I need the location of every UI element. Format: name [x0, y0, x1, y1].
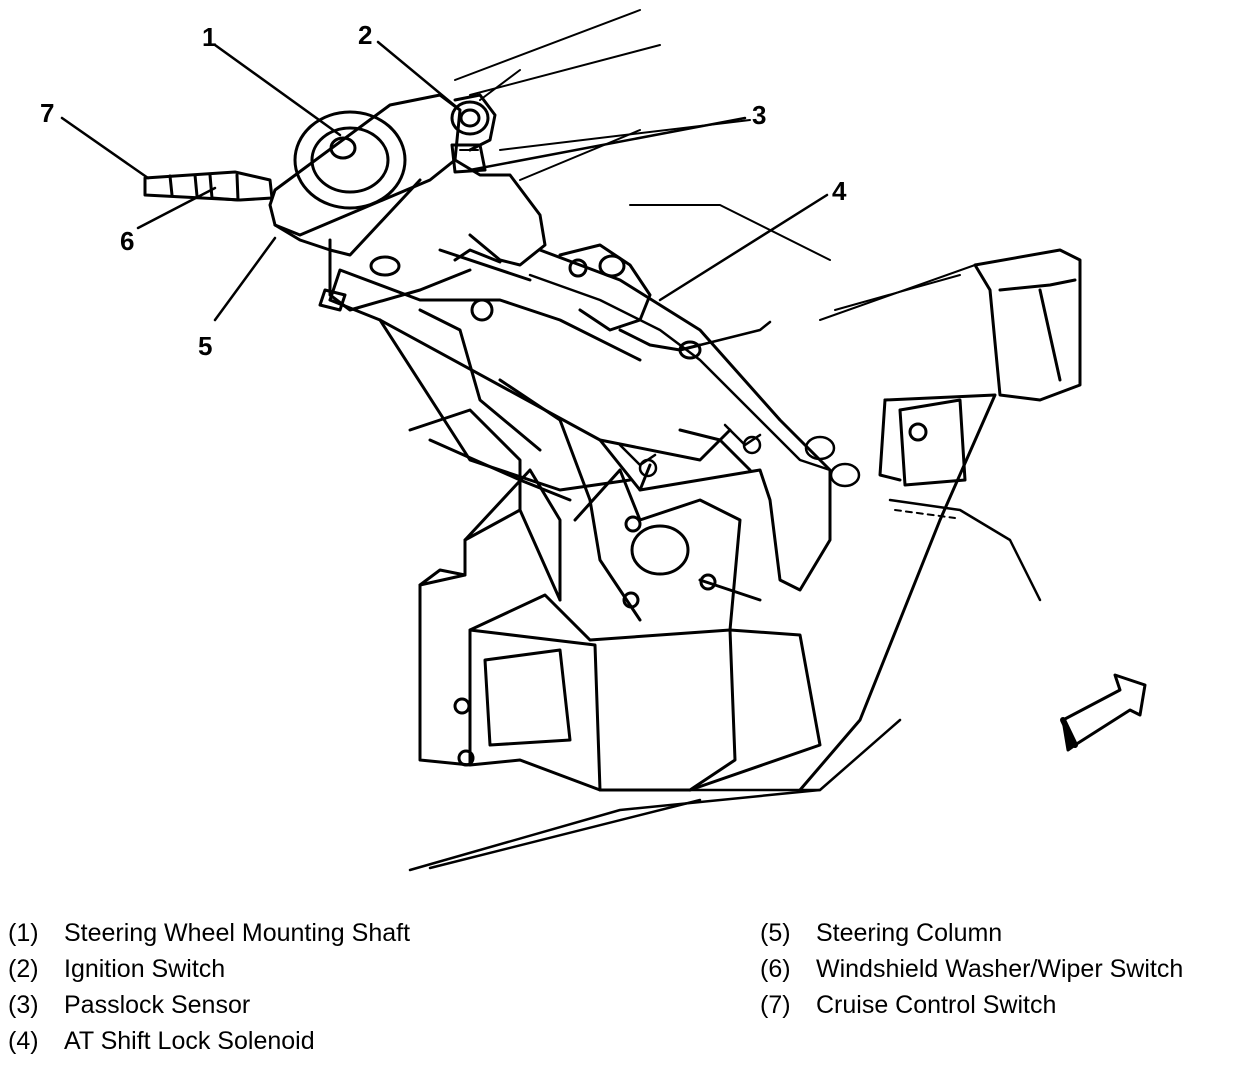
callout-1: 1	[202, 22, 216, 52]
legend-number: (4)	[8, 1027, 39, 1055]
dash-panel-lines	[454, 9, 976, 321]
parts-legend: (1) Steering Wheel Mounting Shaft (2) Igni…	[0, 915, 1248, 1065]
legend-label: Steering Column	[816, 919, 1003, 947]
legend-item: (2) Ignition Switch	[8, 951, 410, 987]
callout-5: 5	[198, 331, 212, 361]
legend-item: (5) Steering Column	[760, 915, 1183, 951]
legend-number: (7)	[760, 991, 791, 1019]
legend-label: Windshield Washer/Wiper Switch	[816, 955, 1184, 983]
legend-label: AT Shift Lock Solenoid	[64, 1027, 315, 1055]
callout-4: 4	[832, 176, 847, 206]
callout-6: 6	[120, 226, 134, 256]
leader-lines	[60, 40, 829, 322]
legend-number: (2)	[8, 955, 39, 983]
legend-item: (1) Steering Wheel Mounting Shaft	[8, 915, 410, 951]
floor-lines	[408, 718, 902, 872]
legend-number: (6)	[760, 955, 791, 983]
cowl-side-panel	[798, 248, 1082, 792]
steering-column-body	[318, 248, 832, 592]
legend-column-left: (1) Steering Wheel Mounting Shaft (2) Igni…	[8, 915, 410, 1059]
legend-item: (3) Passlock Sensor	[8, 987, 410, 1023]
shift-lock-cable	[528, 273, 861, 488]
legend-label: Passlock Sensor	[64, 991, 251, 1019]
legend-item: (4) AT Shift Lock Solenoid	[8, 1023, 410, 1059]
ignition-switch-part	[450, 93, 497, 152]
column-head-housing	[268, 93, 547, 312]
front-direction-arrow	[1060, 673, 1147, 752]
legend-number: (5)	[760, 919, 791, 947]
legend-item: (6) Windshield Washer/Wiper Switch	[760, 951, 1183, 987]
mounting-studs	[618, 423, 762, 478]
shift-lock-solenoid-part	[558, 243, 702, 360]
legend-label: Cruise Control Switch	[816, 991, 1057, 1019]
callout-3: 3	[752, 100, 766, 130]
legend-label: Steering Wheel Mounting Shaft	[64, 919, 411, 947]
legend-number: (3)	[8, 991, 39, 1019]
wiper-washer-lever	[143, 170, 274, 202]
legend-number: (1)	[8, 919, 39, 947]
legend-column-right: (5) Steering Column (6) Windshield Washer/…	[760, 915, 1183, 1023]
callout-labels: 1 2 3 4 5 6 7	[40, 20, 847, 361]
legend-label: Ignition Switch	[64, 955, 226, 983]
steering-column-diagram: 1 2 3 4 5 6 7	[40, 9, 1147, 872]
legend-item: (7) Cruise Control Switch	[760, 987, 1183, 1023]
callout-2: 2	[358, 20, 372, 50]
passlock-sensor-part	[450, 143, 487, 174]
callout-7: 7	[40, 98, 54, 128]
